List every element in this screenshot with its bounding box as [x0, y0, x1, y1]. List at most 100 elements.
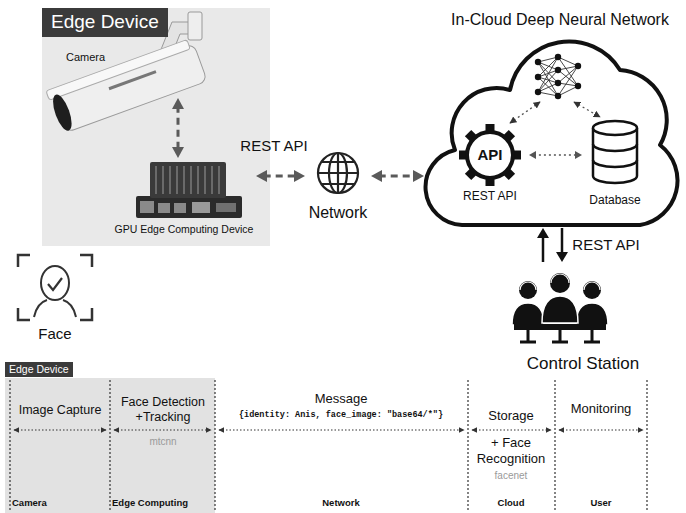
edge-panel [42, 8, 270, 246]
stage-title: Monitoring [571, 401, 632, 417]
camera-node: Camera [55, 40, 215, 98]
board-port [140, 201, 154, 213]
component-label: REST API [463, 189, 517, 203]
operator-body [512, 303, 544, 325]
arrow-head [537, 228, 549, 238]
net-unit [555, 80, 561, 86]
face-frame [18, 255, 92, 320]
api-gear [459, 124, 521, 186]
edge-label: REST API [572, 236, 639, 254]
stage-title: Image Capture [12, 403, 108, 418]
arrow-head [172, 147, 184, 158]
cloud-title: In-Cloud Deep Neural Network [451, 10, 669, 29]
net-unit [535, 89, 541, 95]
api-node: API REST API [455, 122, 529, 208]
headset [520, 274, 600, 290]
arrow-head [294, 170, 305, 182]
stage-title: Message [315, 391, 368, 407]
layer-name: Camera [12, 497, 47, 508]
camera-base [188, 12, 202, 40]
span-arrow [472, 429, 551, 430]
db-bands [593, 144, 637, 167]
desk-stand [520, 330, 600, 342]
device-label: Camera [66, 51, 105, 64]
camera-sunshade [46, 40, 190, 101]
face-icon [18, 255, 92, 320]
api-glyph: API [477, 146, 502, 164]
net-unit [535, 74, 541, 80]
model-name: facenet [495, 470, 528, 482]
arrow-head [529, 151, 536, 159]
face-head [41, 266, 69, 300]
net-links [538, 57, 578, 96]
net-unit [575, 83, 581, 89]
database-node: Database [582, 116, 648, 210]
control-station-node: Control Station [505, 262, 663, 378]
span-arrows [14, 429, 643, 430]
stage-title: + Face Recognition [469, 435, 553, 466]
connector [177, 106, 180, 151]
board-port [174, 203, 186, 213]
stage-title: Storage [488, 408, 534, 424]
gpu-board-drawing [136, 162, 242, 218]
cloud-node: API REST API Database In-Cloud Deep Neural … [424, 8, 682, 228]
net-unit [575, 63, 581, 69]
arrow-head [575, 151, 582, 159]
camera-body [46, 38, 207, 134]
layer-name: Cloud [498, 497, 525, 508]
connector-group [172, 98, 184, 158]
network-node: Network [305, 150, 371, 226]
arrow-head [172, 98, 184, 109]
span-arrow [114, 429, 211, 430]
db-top [593, 121, 637, 135]
board-port [192, 202, 210, 213]
connector [542, 235, 545, 262]
message-format: {identity: Anis, face_image: "base64/*"} [239, 410, 443, 420]
arrow-head [256, 170, 267, 182]
connector-group [256, 170, 305, 182]
connector-group [371, 170, 424, 182]
board-port [158, 203, 170, 213]
device-panel: CameraGPU Edge Computing Device Edge Devi… [42, 8, 270, 246]
stage-title: Face Detection +Tracking [113, 395, 213, 425]
gpu-node: GPU Edge Computing Device [112, 158, 256, 240]
camera-lens [49, 92, 75, 132]
column-divider [10, 380, 647, 512]
face-check [48, 278, 62, 290]
globe-icon [318, 153, 358, 193]
arrow-head [556, 252, 568, 262]
device-label: GPU Edge Computing Device [115, 223, 254, 236]
arrow-head [413, 170, 424, 182]
layer-name: User [590, 497, 611, 508]
cloud-outline [426, 41, 678, 225]
connector-group [529, 151, 582, 159]
neural-net-icon [535, 54, 581, 99]
arrow-head [371, 170, 382, 182]
board-port [216, 203, 236, 212]
layer-name: Edge Computing [112, 497, 188, 508]
database-icon [593, 121, 637, 183]
face-node: Face [12, 250, 100, 348]
tag-title: Edge Device [5, 362, 73, 377]
layer-name: Network [322, 497, 359, 508]
gpu-heatsink [150, 162, 226, 198]
operator-head [583, 281, 601, 299]
globe-grid [318, 153, 358, 193]
connector [534, 154, 577, 156]
panel-title: Edge Device [42, 8, 168, 37]
gear-ring [467, 132, 513, 178]
gpu-board [136, 196, 242, 218]
connector [379, 175, 417, 178]
dotted-arrow [510, 102, 540, 123]
operator-body [542, 296, 578, 323]
edge-label: REST API [240, 137, 307, 155]
connector [561, 228, 564, 255]
net-unit [555, 93, 561, 99]
net-unit [555, 54, 561, 60]
span-arrow [559, 429, 643, 430]
network-label: Network [309, 203, 368, 222]
connector-group [556, 228, 568, 262]
model-name: mtcnn [149, 436, 176, 448]
